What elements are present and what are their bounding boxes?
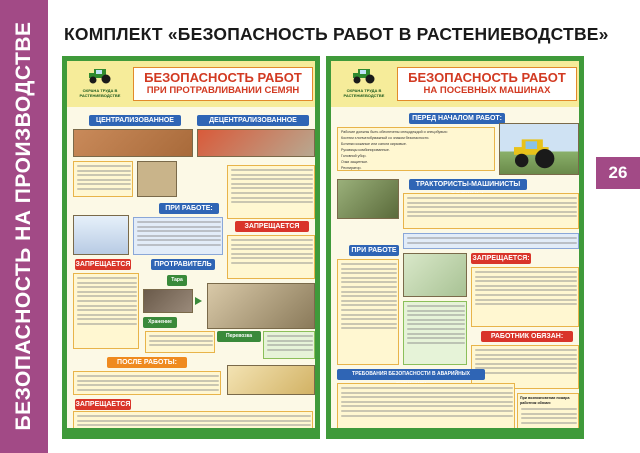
text-during-work	[133, 217, 223, 255]
label-tara: Тара	[167, 275, 187, 286]
header-disinfectant: ПРОТРАВИТЕЛЬ	[151, 259, 215, 270]
poster-logo-right: ОХРАНА ТРУДА В РАСТЕНИЕВОДСТВЕ	[335, 66, 393, 102]
header-during-work-right: ПРИ РАБОТЕ	[349, 245, 399, 256]
text-forbidden-right	[471, 267, 579, 327]
header-operators: ТРАКТОРИСТЫ-МАШИНИСТЫ ДОЛЖНЫ:	[409, 179, 527, 199]
photo-centralized	[73, 129, 193, 157]
text-transport	[263, 331, 315, 359]
header-forbidden: ЗАПРЕЩАЕТСЯ:	[471, 253, 531, 264]
before-item-3: Рукавицы комбинированные.	[341, 148, 390, 152]
text-storage	[145, 331, 215, 353]
page-number-badge: 26	[596, 157, 640, 189]
arrow-right-icon	[195, 297, 202, 305]
poster-footer	[67, 428, 315, 434]
tractor-icon	[514, 139, 555, 169]
text-block-1	[73, 161, 133, 197]
poster-seed-treatment: ОХРАНА ТРУДА В РАСТЕНИЕВОДСТВЕ БЕЗОПАСНО…	[62, 56, 320, 439]
photo-protective-gear	[73, 215, 129, 255]
before-item-5: Очки защитные.	[341, 160, 369, 164]
poster-title-sub-right: НА ПОСЕВНЫХ МАШИНАХ	[423, 85, 551, 96]
text-worker-must	[471, 345, 579, 389]
poster-footer-right	[331, 428, 579, 434]
header-worker-must: РАБОТНИК ОБЯЗАН:	[481, 331, 573, 342]
poster-title-main: БЕЗОПАСНОСТЬ РАБОТ	[144, 70, 302, 85]
text-during-work-right	[337, 259, 399, 365]
photo-seeder	[337, 179, 399, 219]
before-item-1: Костюм хлопчатобумажный со знаком безопа…	[341, 136, 430, 140]
text-note-blue	[403, 233, 579, 249]
tractor-icon	[353, 69, 375, 84]
photo-storage	[207, 283, 315, 329]
header-forbidden-2: ЗАПРЕЩАЕТСЯ	[235, 221, 309, 232]
text-forbidden-1	[73, 273, 139, 349]
poster-title-right: БЕЗОПАСНОСТЬ РАБОТ НА ПОСЕВНЫХ МАШИНАХ	[397, 67, 577, 101]
header-centralized: ЦЕНТРАЛИЗОВАННОЕ	[89, 115, 181, 126]
header-after-work: ПОСЛЕ РАБОТЫ:	[107, 357, 187, 368]
header-before-work: ПЕРЕД НАЧАЛОМ РАБОТ:	[409, 113, 505, 124]
poster-sowing-machines: ОХРАНА ТРУДА В РАСТЕНИЕВОДСТВЕ БЕЗОПАСНО…	[326, 56, 584, 439]
photo-tara	[143, 289, 193, 313]
poster-title: БЕЗОПАСНОСТЬ РАБОТ ПРИ ПРОТРАВЛИВАНИИ СЕ…	[133, 67, 313, 101]
tractor-icon	[89, 69, 111, 84]
text-forbidden-2	[227, 235, 315, 279]
list-before-work: Рабочие должны быть обеспечены спецодежд…	[337, 127, 495, 171]
photo-tractor	[499, 123, 579, 175]
before-item-2: Ботинки кожаные или сапоги кирзовые.	[341, 142, 407, 146]
photo-bags	[137, 161, 177, 197]
text-after-work	[73, 371, 221, 395]
fire-box: При возникновении пожара работник обязан…	[517, 393, 579, 433]
poster-header-right: ОХРАНА ТРУДА В РАСТЕНИЕВОДСТВЕ БЕЗОПАСНО…	[331, 61, 579, 107]
main-title: КОМПЛЕКТ «БЕЗОПАСНОСТЬ РАБОТ В РАСТЕНИЕВ…	[64, 24, 609, 44]
label-transport: Перевозка	[217, 331, 261, 342]
header-during-work: ПРИ РАБОТЕ:	[159, 203, 219, 214]
poster-logo: ОХРАНА ТРУДА В РАСТЕНИЕВОДСТВЕ	[71, 66, 129, 102]
poster-header: ОХРАНА ТРУДА В РАСТЕНИЕВОДСТВЕ БЕЗОПАСНО…	[67, 61, 315, 107]
text-doctor	[227, 165, 315, 219]
text-operators	[403, 193, 579, 229]
header-forbidden-3: ЗАПРЕЩАЕТСЯ	[75, 399, 131, 410]
before-item-6: Респиратор.	[341, 166, 362, 170]
photo-sowing	[403, 253, 467, 297]
header-forbidden-1: ЗАПРЕЩАЕТСЯ	[75, 259, 131, 270]
photo-decentralized	[197, 129, 315, 157]
text-rules	[403, 301, 467, 365]
logo-caption-right: ОХРАНА ТРУДА В РАСТЕНИЕВОДСТВЕ	[343, 88, 385, 98]
text-emergency	[337, 383, 515, 433]
logo-caption: ОХРАНА ТРУДА В РАСТЕНИЕВОДСТВЕ	[79, 88, 121, 98]
header-emergency: ТРЕБОВАНИЯ БЕЗОПАСНОСТИ В АВАРИЙНЫХ СИТУ…	[337, 369, 485, 388]
photo-after-work	[227, 365, 315, 395]
side-title: БЕЗОПАСНОСТЬ НА ПРОИЗВОДСТВЕ	[12, 21, 35, 431]
before-item-0: Рабочие должны быть обеспечены спецодежд…	[341, 130, 448, 134]
fire-header: При возникновении пожара работник обязан…	[520, 396, 570, 405]
label-storage: Хранение	[143, 317, 177, 328]
poster-title-main-right: БЕЗОПАСНОСТЬ РАБОТ	[408, 70, 566, 85]
header-decentralized: ДЕЦЕНТРАЛИЗОВАННОЕ	[197, 115, 309, 126]
poster-title-sub: ПРИ ПРОТРАВЛИВАНИИ СЕМЯН	[146, 85, 300, 96]
before-item-4: Головной убор.	[341, 154, 367, 158]
side-bar: БЕЗОПАСНОСТЬ НА ПРОИЗВОДСТВЕ	[0, 0, 48, 453]
